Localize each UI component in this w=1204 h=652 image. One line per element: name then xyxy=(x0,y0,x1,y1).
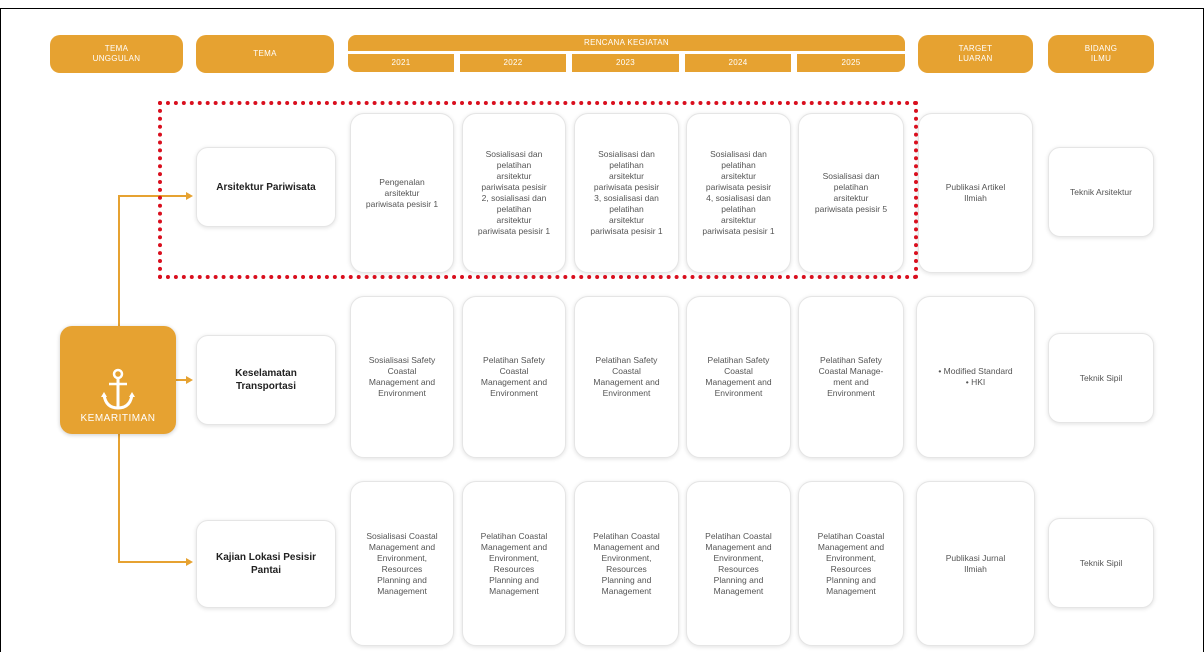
field-row2: Teknik Sipil xyxy=(1048,333,1154,423)
connector-row3 xyxy=(118,561,188,563)
connector-row2 xyxy=(176,379,188,381)
header-tema: TEMA xyxy=(196,35,334,73)
connector-vertical-bottom xyxy=(118,434,120,562)
arrow-row2 xyxy=(186,376,193,384)
header-rencana-kegiatan: RENCANA KEGIATAN xyxy=(348,35,905,51)
plan-row3-2025: Pelatihan Coastal Management and Environ… xyxy=(798,481,904,646)
field-row1: Teknik Arsitektur xyxy=(1048,147,1154,237)
plan-row2-2025: Pelatihan Safety Coastal Manage- ment an… xyxy=(798,296,904,458)
plan-row1-2022: Sosialisasi dan pelatihan arsitektur par… xyxy=(462,113,566,273)
plan-row1-2024: Sosialisasi dan pelatihan arsitektur par… xyxy=(686,113,791,273)
plan-row3-2022: Pelatihan Coastal Management and Environ… xyxy=(462,481,566,646)
hub-kemaritiman: KEMARITIMAN xyxy=(60,326,176,434)
plan-row2-2024: Pelatihan Safety Coastal Management and … xyxy=(686,296,791,458)
anchor-icon xyxy=(101,368,135,410)
header-year-2021: 2021 xyxy=(348,54,454,72)
plan-row2-2021: Sosialisasi Safety Coastal Management an… xyxy=(350,296,454,458)
connector-vertical-top xyxy=(118,195,120,327)
header-target-luaran: TARGET LUARAN xyxy=(918,35,1033,73)
plan-row1-2025: Sosialisasi dan pelatihan arsitektur par… xyxy=(798,113,904,273)
header-year-2022: 2022 xyxy=(460,54,566,72)
target-row3: Publikasi Jurnal Ilmiah xyxy=(916,481,1035,646)
connector-row1 xyxy=(118,195,188,197)
plan-row3-2021: Sosialisasi Coastal Management and Envir… xyxy=(350,481,454,646)
highlight-dotted-border xyxy=(158,101,918,279)
header-year-2024: 2024 xyxy=(685,54,791,72)
theme-keselamatan-transportasi: Keselamatan Transportasi xyxy=(196,335,336,425)
header-bidang-ilmu: BIDANG ILMU xyxy=(1048,35,1154,73)
plan-row1-2021: Pengenalan arsitektur pariwisata pesisir… xyxy=(350,113,454,273)
target-row2: • Modified Standard • HKI xyxy=(916,296,1035,458)
field-row3: Teknik Sipil xyxy=(1048,518,1154,608)
header-year-2023: 2023 xyxy=(572,54,679,72)
plan-row3-2024: Pelatihan Coastal Management and Environ… xyxy=(686,481,791,646)
frame-left-border xyxy=(0,8,1,652)
arrow-row3 xyxy=(186,558,193,566)
plan-row2-2023: Pelatihan Safety Coastal Management and … xyxy=(574,296,679,458)
frame-top-border xyxy=(0,8,1204,9)
plan-row2-2022: Pelatihan Safety Coastal Management and … xyxy=(462,296,566,458)
plan-row3-2023: Pelatihan Coastal Management and Environ… xyxy=(574,481,679,646)
target-row1: Publikasi Artikel Ilmiah xyxy=(918,113,1033,273)
plan-row1-2023: Sosialisasi dan pelatihan arsitektur par… xyxy=(574,113,679,273)
theme-arsitektur-pariwisata: Arsitektur Pariwisata xyxy=(196,147,336,227)
header-year-2025: 2025 xyxy=(797,54,905,72)
hub-label: KEMARITIMAN xyxy=(80,413,156,424)
arrow-row1 xyxy=(186,192,193,200)
theme-kajian-lokasi-pesisir-pantai: Kajian Lokasi Pesisir Pantai xyxy=(196,520,336,608)
header-tema-unggulan: TEMA UNGGULAN xyxy=(50,35,183,73)
